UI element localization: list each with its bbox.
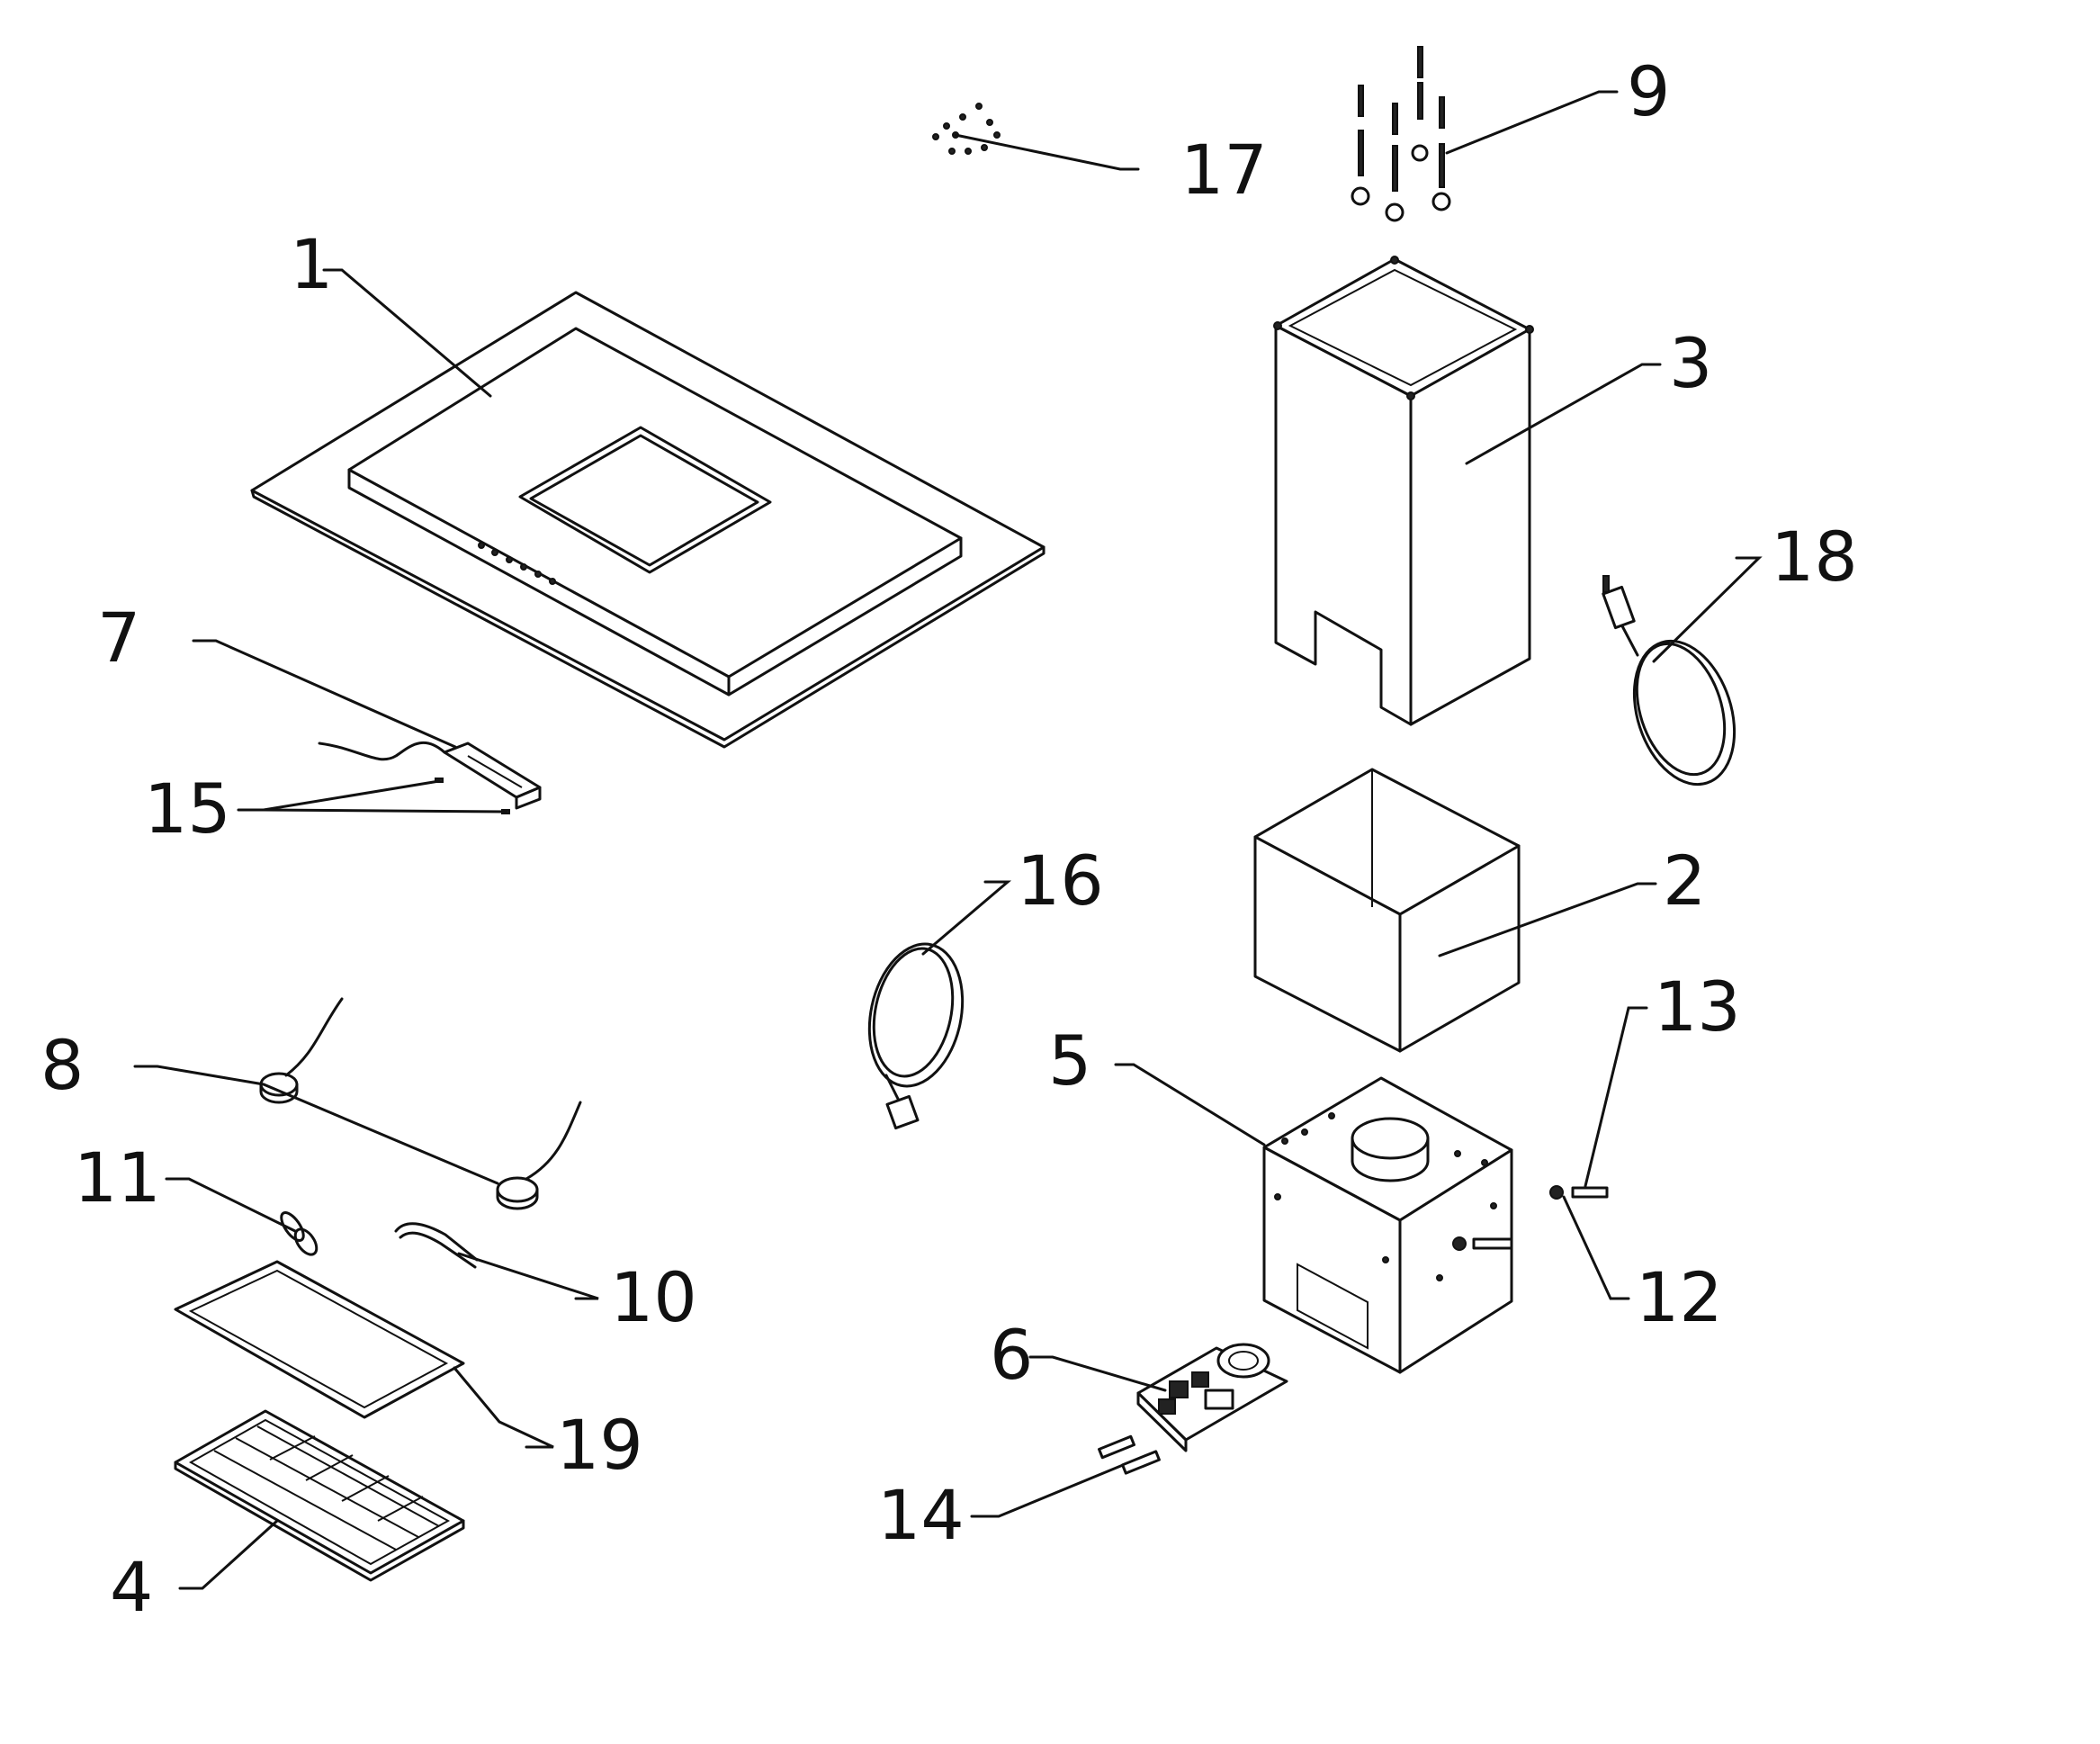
callout-13: 13 [1654,966,1741,1047]
part-3-upper-chimney [1273,256,1534,726]
callout-5: 5 [1048,1020,1091,1101]
callout-12: 12 [1636,1257,1723,1337]
part-19-filter-frame [174,1260,465,1419]
part-17-screws-pack [932,103,1001,155]
part-12-13-screws [1452,1185,1609,1251]
callout-11: 11 [74,1137,161,1218]
part-8-lamps [259,997,582,1210]
part-11-cable-tie [280,1211,319,1256]
callout-18: 18 [1771,517,1858,597]
part-18-power-cable [1602,575,1737,787]
callout-9: 9 [1627,51,1670,131]
callout-16: 16 [1017,841,1104,921]
callout-19: 19 [556,1405,643,1485]
part-5-motor-housing [1262,1076,1513,1374]
part-16-wiring-loop [867,942,965,1130]
callout-6: 6 [990,1315,1033,1395]
callout-15: 15 [144,769,231,849]
callout-8: 8 [40,1025,84,1105]
motor-outlet-collar [1351,1117,1430,1182]
callout-4: 4 [110,1547,153,1627]
callout-3: 3 [1669,323,1712,403]
callout-14: 14 [877,1475,965,1555]
canopy-control-dots [478,542,556,585]
callout-1: 1 [290,224,333,304]
callout-2: 2 [1663,841,1706,921]
leader-lines [133,90,1763,1590]
part-9-mounting-bolts [1351,46,1451,222]
part-7-lamp-bar [318,741,542,810]
part-14-screws [1098,1434,1161,1475]
part-1-canopy-panel [250,291,1046,749]
part-4-grease-filter [174,1409,465,1582]
callout-17: 17 [1180,130,1268,210]
callout-labels: 1 2 3 4 5 6 7 8 9 10 11 12 13 14 15 16 1… [40,51,1858,1627]
part-6-control-board [1136,1343,1288,1452]
callout-10: 10 [610,1257,697,1337]
callout-7: 7 [97,598,140,678]
part-2-lower-chimney [1253,768,1521,1053]
part-10-bracket [394,1222,479,1269]
